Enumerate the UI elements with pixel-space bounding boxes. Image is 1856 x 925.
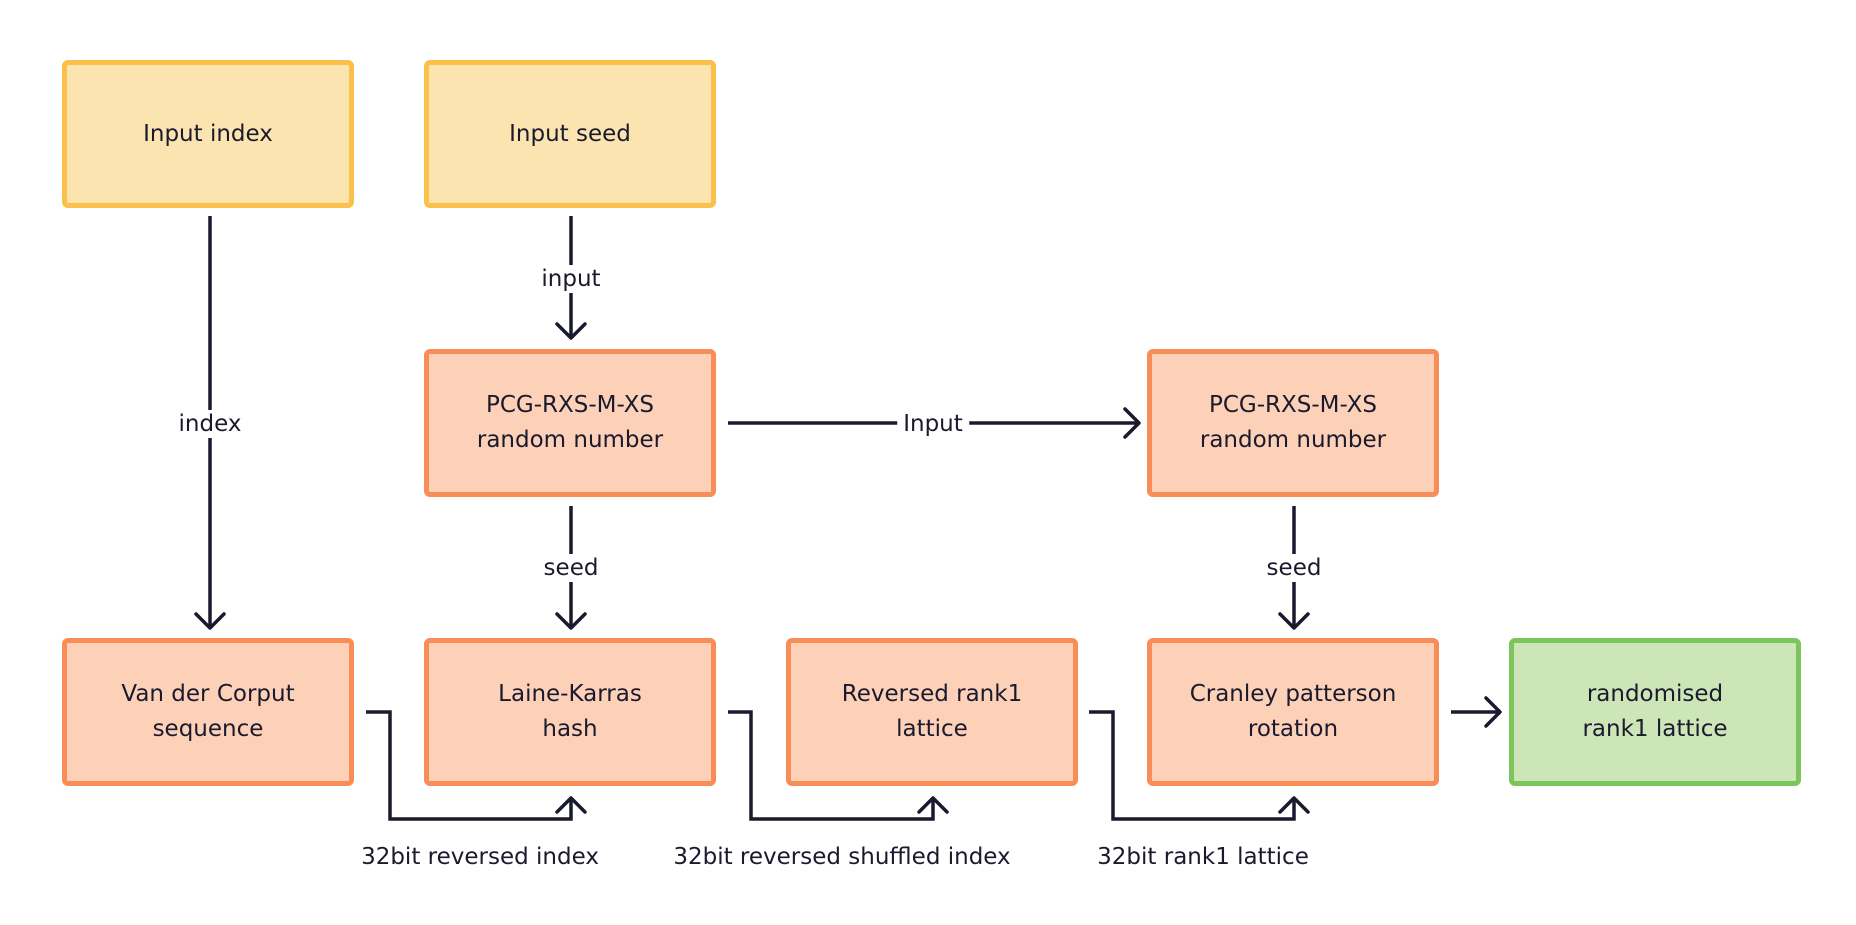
node-pcg-random-number-2: PCG-RXS-M-XS random number [1147, 349, 1439, 497]
edge-reversed-index [366, 710, 573, 821]
edge-label-input: input [535, 265, 607, 293]
node-reversed-rank1-lattice: Reversed rank1 lattice [786, 638, 1078, 786]
node-input-index: Input index [62, 60, 354, 208]
node-cranley-patterson-rotation: Cranley patterson rotation [1147, 638, 1439, 786]
arrowhead-output [1484, 696, 1502, 728]
arrowhead-reversed-index [555, 796, 587, 814]
arrowhead-seed-1 [555, 612, 587, 630]
edge-label-seed-1: seed [537, 554, 605, 582]
edge-reversed-shuffled-index [728, 710, 935, 821]
arrowhead-rank1-lattice [1278, 796, 1310, 814]
edge-rank1-lattice [1089, 710, 1296, 821]
arrowhead-reversed-shuffled-index [917, 796, 949, 814]
node-input-seed: Input seed [424, 60, 716, 208]
arrowhead-input-cap [1123, 407, 1141, 439]
node-pcg-random-number-1: PCG-RXS-M-XS random number [424, 349, 716, 497]
node-van-der-corput: Van der Corput sequence [62, 638, 354, 786]
node-randomised-rank1-lattice: randomised rank1 lattice [1509, 638, 1801, 786]
arrowhead-input [555, 322, 587, 340]
edge-label-rank1-lattice: 32bit rank1 lattice [1097, 844, 1309, 870]
edge-label-reversed-shuffled-index: 32bit reversed shuffled index [673, 844, 1011, 870]
edge-label-index: index [172, 410, 248, 438]
edge-label-seed-2: seed [1260, 554, 1328, 582]
edge-label-reversed-index: 32bit reversed index [361, 844, 599, 870]
arrowhead-index [194, 612, 226, 630]
edge-label-input-cap: Input [897, 410, 969, 438]
arrowhead-seed-2 [1278, 612, 1310, 630]
node-laine-karras-hash: Laine-Karras hash [424, 638, 716, 786]
